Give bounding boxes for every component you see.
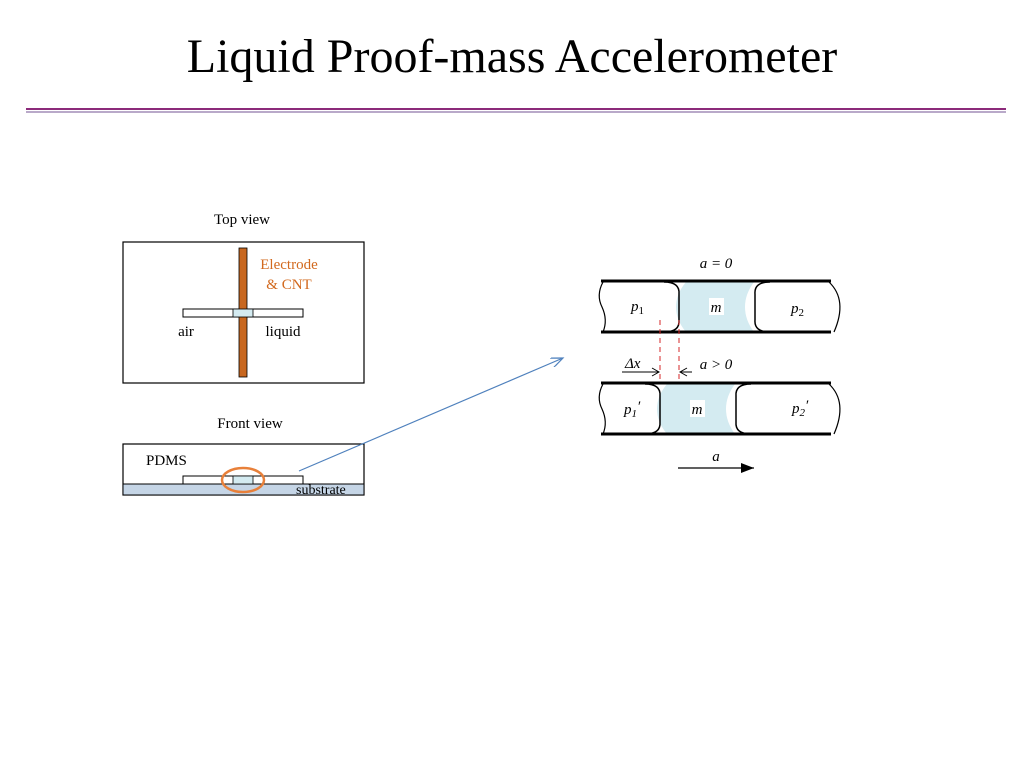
front-view-label: Front view xyxy=(217,416,283,432)
top-liquid-plug xyxy=(232,308,254,318)
accel-condition-label: a > 0 xyxy=(700,357,733,373)
rest-left-break xyxy=(598,281,606,333)
accel-left-meniscus xyxy=(644,383,661,435)
electrode-label: Electrode xyxy=(260,257,318,273)
displacement-indicator: Δx xyxy=(622,356,692,377)
page-title: Liquid Proof-mass Accelerometer xyxy=(186,30,838,83)
rest-left-meniscus xyxy=(663,281,680,333)
pointer-arrow xyxy=(298,358,563,472)
pdms-label: PDMS xyxy=(146,453,187,469)
rest-right-meniscus xyxy=(754,281,771,333)
liquid-label: liquid xyxy=(265,324,301,340)
rest-mass-label: m xyxy=(711,300,722,316)
accel-arrow-label: a xyxy=(712,449,720,465)
accel-mass-label: m xyxy=(692,402,703,418)
top-view: Top view Electrode & CNT air liquid xyxy=(122,212,365,384)
rest-p1-label: p1 xyxy=(630,299,644,317)
channel-accel: a > 0 m p1′ p2′ xyxy=(598,357,841,436)
front-liquid-plug xyxy=(232,475,254,485)
accel-p2-label: p2′ xyxy=(791,398,809,419)
rest-condition-label: a = 0 xyxy=(700,256,733,272)
channel-rest: a = 0 m p1 p2 xyxy=(598,256,841,334)
air-label: air xyxy=(178,324,194,340)
accel-p1-label: p1′ xyxy=(623,399,641,420)
front-view: Front view PDMS substrate xyxy=(122,416,365,498)
displacement-label: Δx xyxy=(624,356,641,372)
rest-p2-label: p2 xyxy=(790,301,804,319)
accel-mass-box xyxy=(690,400,705,417)
title-divider xyxy=(26,108,1006,113)
accel-right-break xyxy=(828,383,841,435)
dx-left-arrowhead xyxy=(651,367,661,377)
top-view-label: Top view xyxy=(214,212,270,228)
dx-right-arrowhead xyxy=(678,367,688,377)
highlight-ellipse xyxy=(220,466,266,494)
rest-right-break xyxy=(828,281,841,333)
cnt-label: & CNT xyxy=(266,277,311,293)
acceleration-arrow: a xyxy=(678,449,754,473)
accel-left-break xyxy=(598,383,606,435)
accel-right-meniscus xyxy=(735,383,752,435)
rest-mass-box xyxy=(709,298,724,315)
substrate-label: substrate xyxy=(296,483,346,498)
